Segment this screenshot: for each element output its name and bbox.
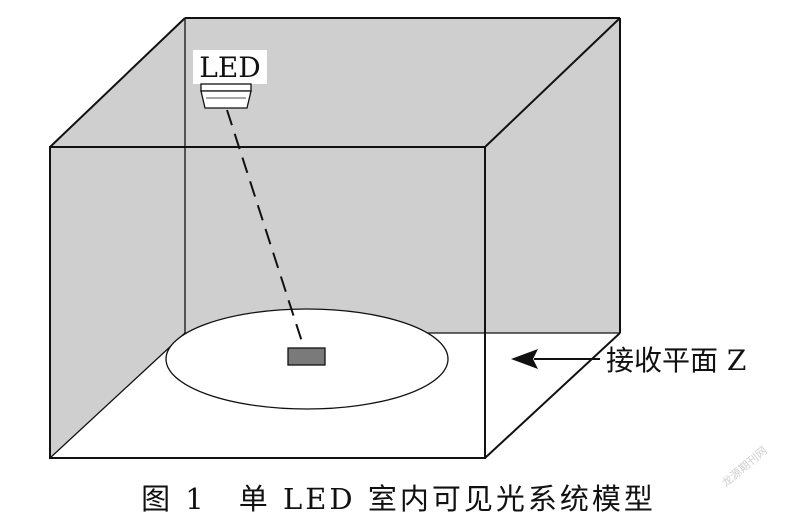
top-right-edge: [484, 17, 621, 148]
led-lamp-body: [200, 90, 252, 109]
line-of-sight: [226, 109, 305, 349]
receiver-arrow: [511, 349, 600, 369]
front-face-edge: [49, 146, 486, 459]
room-box-edges: [49, 17, 621, 459]
led-lamp-icon: [200, 83, 252, 109]
figure-caption: 图 1 单 LED 室内可见光系统模型: [141, 482, 656, 516]
floor-left-edge: [49, 332, 186, 459]
led-label: LED: [199, 51, 260, 84]
receiver-plane-label: 接收平面 Z: [606, 344, 746, 377]
arrow-head: [511, 349, 538, 369]
top-left-edge: [49, 17, 186, 148]
bottom-right-edge: [484, 332, 621, 459]
led-label-box: [193, 50, 267, 84]
led-lamp-base: [200, 83, 252, 92]
receiver-photodetector: [287, 347, 326, 366]
